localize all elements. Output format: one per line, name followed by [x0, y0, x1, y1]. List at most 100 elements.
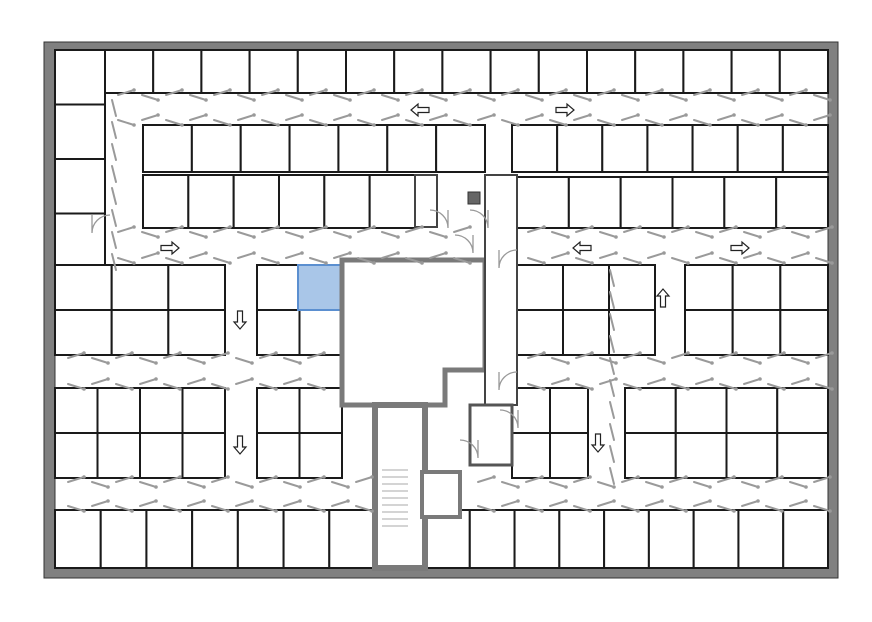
route-dot: [468, 123, 472, 127]
room: [104, 49, 155, 94]
room: [323, 174, 371, 229]
route-dot: [638, 387, 642, 391]
route-mark: [671, 257, 689, 264]
arrow-down-icon: [232, 435, 248, 455]
route-mark: [645, 500, 663, 507]
corridor: [484, 174, 518, 406]
route-mark: [501, 119, 519, 126]
route-mark: [575, 383, 593, 390]
route-mark: [621, 505, 639, 512]
route-dot: [420, 123, 424, 127]
route-mark: [477, 505, 495, 512]
route-dot: [564, 499, 568, 503]
route-dot: [180, 261, 184, 265]
route-dot: [420, 261, 424, 265]
room: [782, 509, 830, 569]
room: [167, 309, 226, 356]
route-mark: [621, 94, 639, 101]
route-dot: [516, 485, 520, 489]
room: [145, 509, 194, 569]
route-dot: [542, 261, 546, 265]
route-mark: [765, 505, 783, 512]
route-dot: [638, 351, 642, 355]
route-mark: [163, 476, 181, 483]
room: [110, 309, 170, 356]
route-dot: [228, 261, 232, 265]
utility-room: [414, 174, 438, 228]
route-mark: [259, 505, 277, 512]
room: [674, 387, 728, 434]
room: [684, 309, 734, 356]
route-mark: [719, 352, 737, 359]
route-mark: [111, 231, 117, 249]
door: [498, 371, 518, 391]
route-mark: [815, 257, 833, 264]
route-mark: [549, 481, 567, 488]
route-dot: [782, 261, 786, 265]
route-dot: [180, 123, 184, 127]
route-dot: [710, 377, 714, 381]
route-mark: [597, 119, 615, 126]
route-dot: [180, 225, 184, 229]
route-mark: [645, 89, 663, 96]
route-mark: [333, 252, 351, 259]
route-dot: [250, 485, 254, 489]
route-mark: [621, 476, 639, 483]
room: [239, 124, 291, 173]
route-mark: [67, 505, 85, 512]
route-dot: [180, 88, 184, 92]
door: [469, 209, 489, 229]
route-mark: [91, 378, 109, 385]
route-mark: [111, 99, 117, 117]
arrow-shape: [572, 240, 592, 256]
room: [345, 49, 396, 94]
route-mark: [695, 252, 713, 259]
route-mark: [189, 252, 207, 259]
room: [296, 49, 347, 94]
room: [537, 49, 588, 94]
route-dot: [614, 235, 618, 239]
route-dot: [300, 98, 304, 102]
route-dot: [806, 235, 810, 239]
route-dot: [686, 225, 690, 229]
route-mark: [117, 89, 135, 96]
route-dot: [612, 499, 616, 503]
route-mark: [405, 89, 423, 96]
route-mark: [647, 378, 665, 385]
route-mark: [623, 352, 641, 359]
route-dot: [540, 113, 544, 117]
route-mark: [259, 383, 277, 390]
room: [779, 309, 829, 356]
route-mark: [211, 505, 229, 512]
route-mark: [743, 231, 761, 238]
room: [608, 309, 656, 356]
route-mark: [111, 209, 117, 227]
route-dot: [444, 98, 448, 102]
room: [278, 174, 326, 229]
route-mark: [453, 226, 471, 233]
route-mark: [609, 401, 615, 419]
route-mark: [187, 357, 205, 364]
route-mark: [285, 114, 303, 121]
route-mark: [671, 383, 689, 390]
route-mark: [213, 226, 231, 233]
route-mark: [695, 357, 713, 364]
route-mark: [405, 257, 423, 264]
route-mark: [767, 352, 785, 359]
route-dot: [130, 475, 134, 479]
direction-arrows: [160, 102, 750, 455]
route-dot: [590, 387, 594, 391]
route-mark: [453, 89, 471, 96]
route-dot: [372, 88, 376, 92]
route-dot: [324, 261, 328, 265]
route-mark: [717, 476, 735, 483]
route-mark: [259, 476, 277, 483]
route-mark: [235, 481, 253, 488]
route-dot: [732, 509, 736, 513]
arrow-shape: [410, 102, 430, 118]
route-mark: [235, 500, 253, 507]
route-mark: [285, 231, 303, 238]
route-dot: [346, 485, 350, 489]
route-mark: [331, 500, 349, 507]
route-dot: [804, 88, 808, 92]
